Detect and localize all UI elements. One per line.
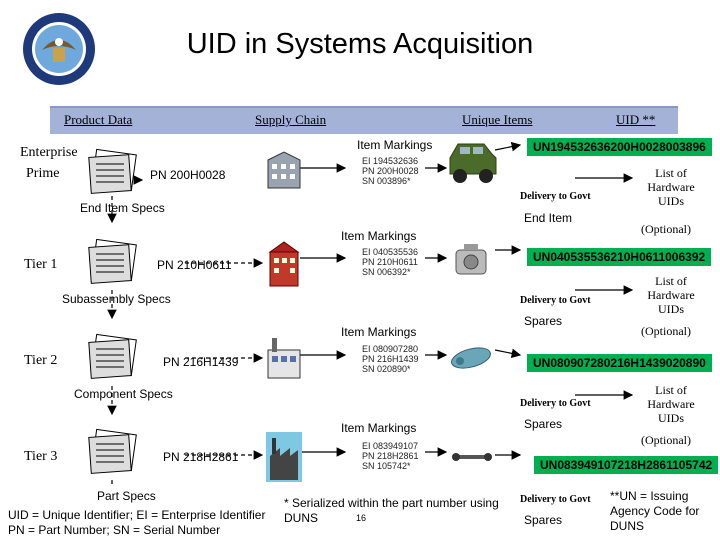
spares-label: Spares <box>524 314 563 328</box>
part-icon <box>452 453 492 461</box>
spec-binder-icon <box>88 238 137 284</box>
header-uid: UID ** <box>616 112 656 127</box>
header-unique-items: Unique Items <box>462 112 533 127</box>
uid-badge-4: UN083949107218H2861105742 <box>534 456 719 474</box>
component-icon <box>451 347 491 369</box>
uid-badge-1: UN194532636200H0028003896 <box>527 138 712 156</box>
page-number: 16 <box>356 513 367 523</box>
factory-icon <box>267 338 301 379</box>
prime-label: Prime <box>26 166 60 181</box>
header-bar <box>50 106 678 134</box>
item-markings-label: Item Markings <box>341 421 417 435</box>
uid-badge-3: UN080907280216H1439020890 <box>527 354 712 372</box>
tier3-label: Tier 3 <box>24 449 58 464</box>
item-markings-label: Item Markings <box>357 138 433 152</box>
header-supply-chain: Supply Chain <box>255 112 327 127</box>
delivery-label: Delivery to Govt <box>520 494 591 505</box>
tier2-spec: Component Specs <box>74 387 173 401</box>
legend-note: UID = Unique Identifier; EI = Enterprise… <box>8 508 266 537</box>
factory-icon <box>268 241 300 287</box>
factory-icon <box>266 432 302 482</box>
tier3-spec: Part Specs <box>97 489 156 503</box>
tier3-pn: PN 218H2861 <box>163 450 239 464</box>
delivery-label: Delivery to Govt <box>520 295 591 306</box>
page-title: UID in Systems Acquisition <box>186 28 534 60</box>
dod-seal <box>22 12 96 86</box>
spec-binder-icon <box>88 333 137 379</box>
tier1-label: Tier 1 <box>24 257 58 272</box>
optional-label: (Optional) <box>641 433 691 447</box>
dod-seal-icon <box>23 13 95 85</box>
military-vehicle-icon <box>449 143 497 183</box>
enterprise-spec: End Item Specs <box>80 201 165 215</box>
spares-label: Spares <box>524 513 563 527</box>
spec-binder-icon <box>88 148 137 194</box>
delivery-label: Delivery to Govt <box>520 398 591 409</box>
tier2-pn: PN 216H1439 <box>163 355 239 369</box>
factory-icon <box>267 151 301 189</box>
tier1-pn: PN 210H0611 <box>157 258 232 272</box>
spares-label: Spares <box>524 417 563 431</box>
tier1-spec: Subassembly Specs <box>62 292 171 306</box>
end-item-label: End Item <box>524 211 573 225</box>
enterprise-label: Enterprise <box>20 145 78 160</box>
uid-badge-2: UN040535536210H0611006392 <box>527 248 712 266</box>
item-markings-label: Item Markings <box>341 229 417 243</box>
serialization-note: * Serialized within the part number usin… <box>284 496 499 525</box>
delivery-label: Delivery to Govt <box>520 191 591 202</box>
tier2-label: Tier 2 <box>24 353 58 368</box>
item-markings-label: Item Markings <box>341 325 417 339</box>
enterprise-pn: PN 200H0028 <box>150 168 226 182</box>
optional-label: (Optional) <box>641 324 691 338</box>
engine-icon <box>455 244 487 275</box>
optional-label: (Optional) <box>641 222 691 236</box>
header-product-data: Product Data <box>64 112 133 127</box>
spec-binder-icon <box>88 428 137 474</box>
